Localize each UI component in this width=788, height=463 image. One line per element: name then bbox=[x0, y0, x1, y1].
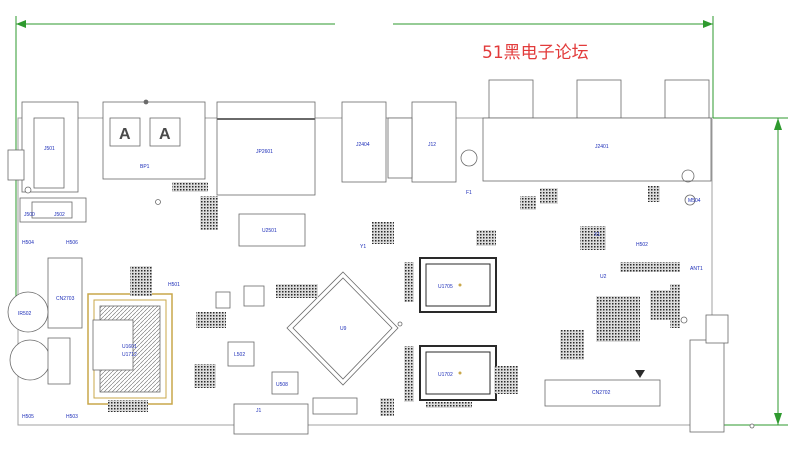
bp1-glyph-right: A bbox=[159, 126, 171, 143]
label-u1702: U1702 bbox=[438, 372, 453, 378]
label-u2: U2 bbox=[600, 274, 607, 280]
top-connectors bbox=[7, 79, 712, 196]
label-j2401: J2401 bbox=[595, 144, 609, 150]
component-labels: J501 J500 J502 H504 H506 H505 H503 BP1 J… bbox=[18, 142, 703, 420]
label-j502: J502 bbox=[54, 212, 65, 218]
label-j12: J12 bbox=[428, 142, 436, 148]
label-u1705: U1705 bbox=[438, 284, 453, 290]
label-ir502: IR502 bbox=[18, 311, 32, 317]
label-h502: H502 bbox=[636, 242, 648, 248]
bp1-glyphs: A A bbox=[119, 126, 171, 143]
label-cn2703: CN2703 bbox=[56, 296, 75, 302]
label-h501: H501 bbox=[168, 282, 180, 288]
label-h504: H504 bbox=[22, 240, 34, 246]
label-j501: J501 bbox=[44, 146, 55, 152]
bp1-glyph-left: A bbox=[119, 126, 131, 143]
label-u2501: U2501 bbox=[262, 228, 277, 234]
label-x1: X1 bbox=[594, 232, 600, 238]
label-cn2702: CN2702 bbox=[592, 390, 611, 396]
label-y1: Y1 bbox=[360, 244, 366, 250]
watermark-text: 51黑电子论坛 bbox=[482, 43, 589, 63]
label-j2404: J2404 bbox=[356, 142, 370, 148]
label-u508: U508 bbox=[276, 382, 288, 388]
label-f1: F1 bbox=[466, 190, 472, 196]
label-h503: H503 bbox=[66, 414, 78, 420]
label-m504: M504 bbox=[688, 198, 701, 204]
smd-clusters bbox=[108, 182, 680, 416]
label-ant1: ANT1 bbox=[690, 266, 703, 272]
label-j500: J500 bbox=[24, 212, 35, 218]
left-parts bbox=[7, 197, 173, 405]
central-ics bbox=[215, 213, 729, 435]
label-j1: J1 bbox=[256, 408, 262, 414]
label-h506: H506 bbox=[66, 240, 78, 246]
label-l502: L502 bbox=[234, 352, 245, 358]
label-bp1: BP1 bbox=[140, 164, 150, 170]
label-h505: H505 bbox=[22, 414, 34, 420]
label-jp2601: JP2601 bbox=[256, 149, 273, 155]
label-u1601: U1601 bbox=[122, 344, 137, 350]
markers bbox=[24, 186, 755, 429]
label-u9: U9 bbox=[340, 326, 347, 332]
label-u1712: U1712 bbox=[122, 352, 137, 358]
